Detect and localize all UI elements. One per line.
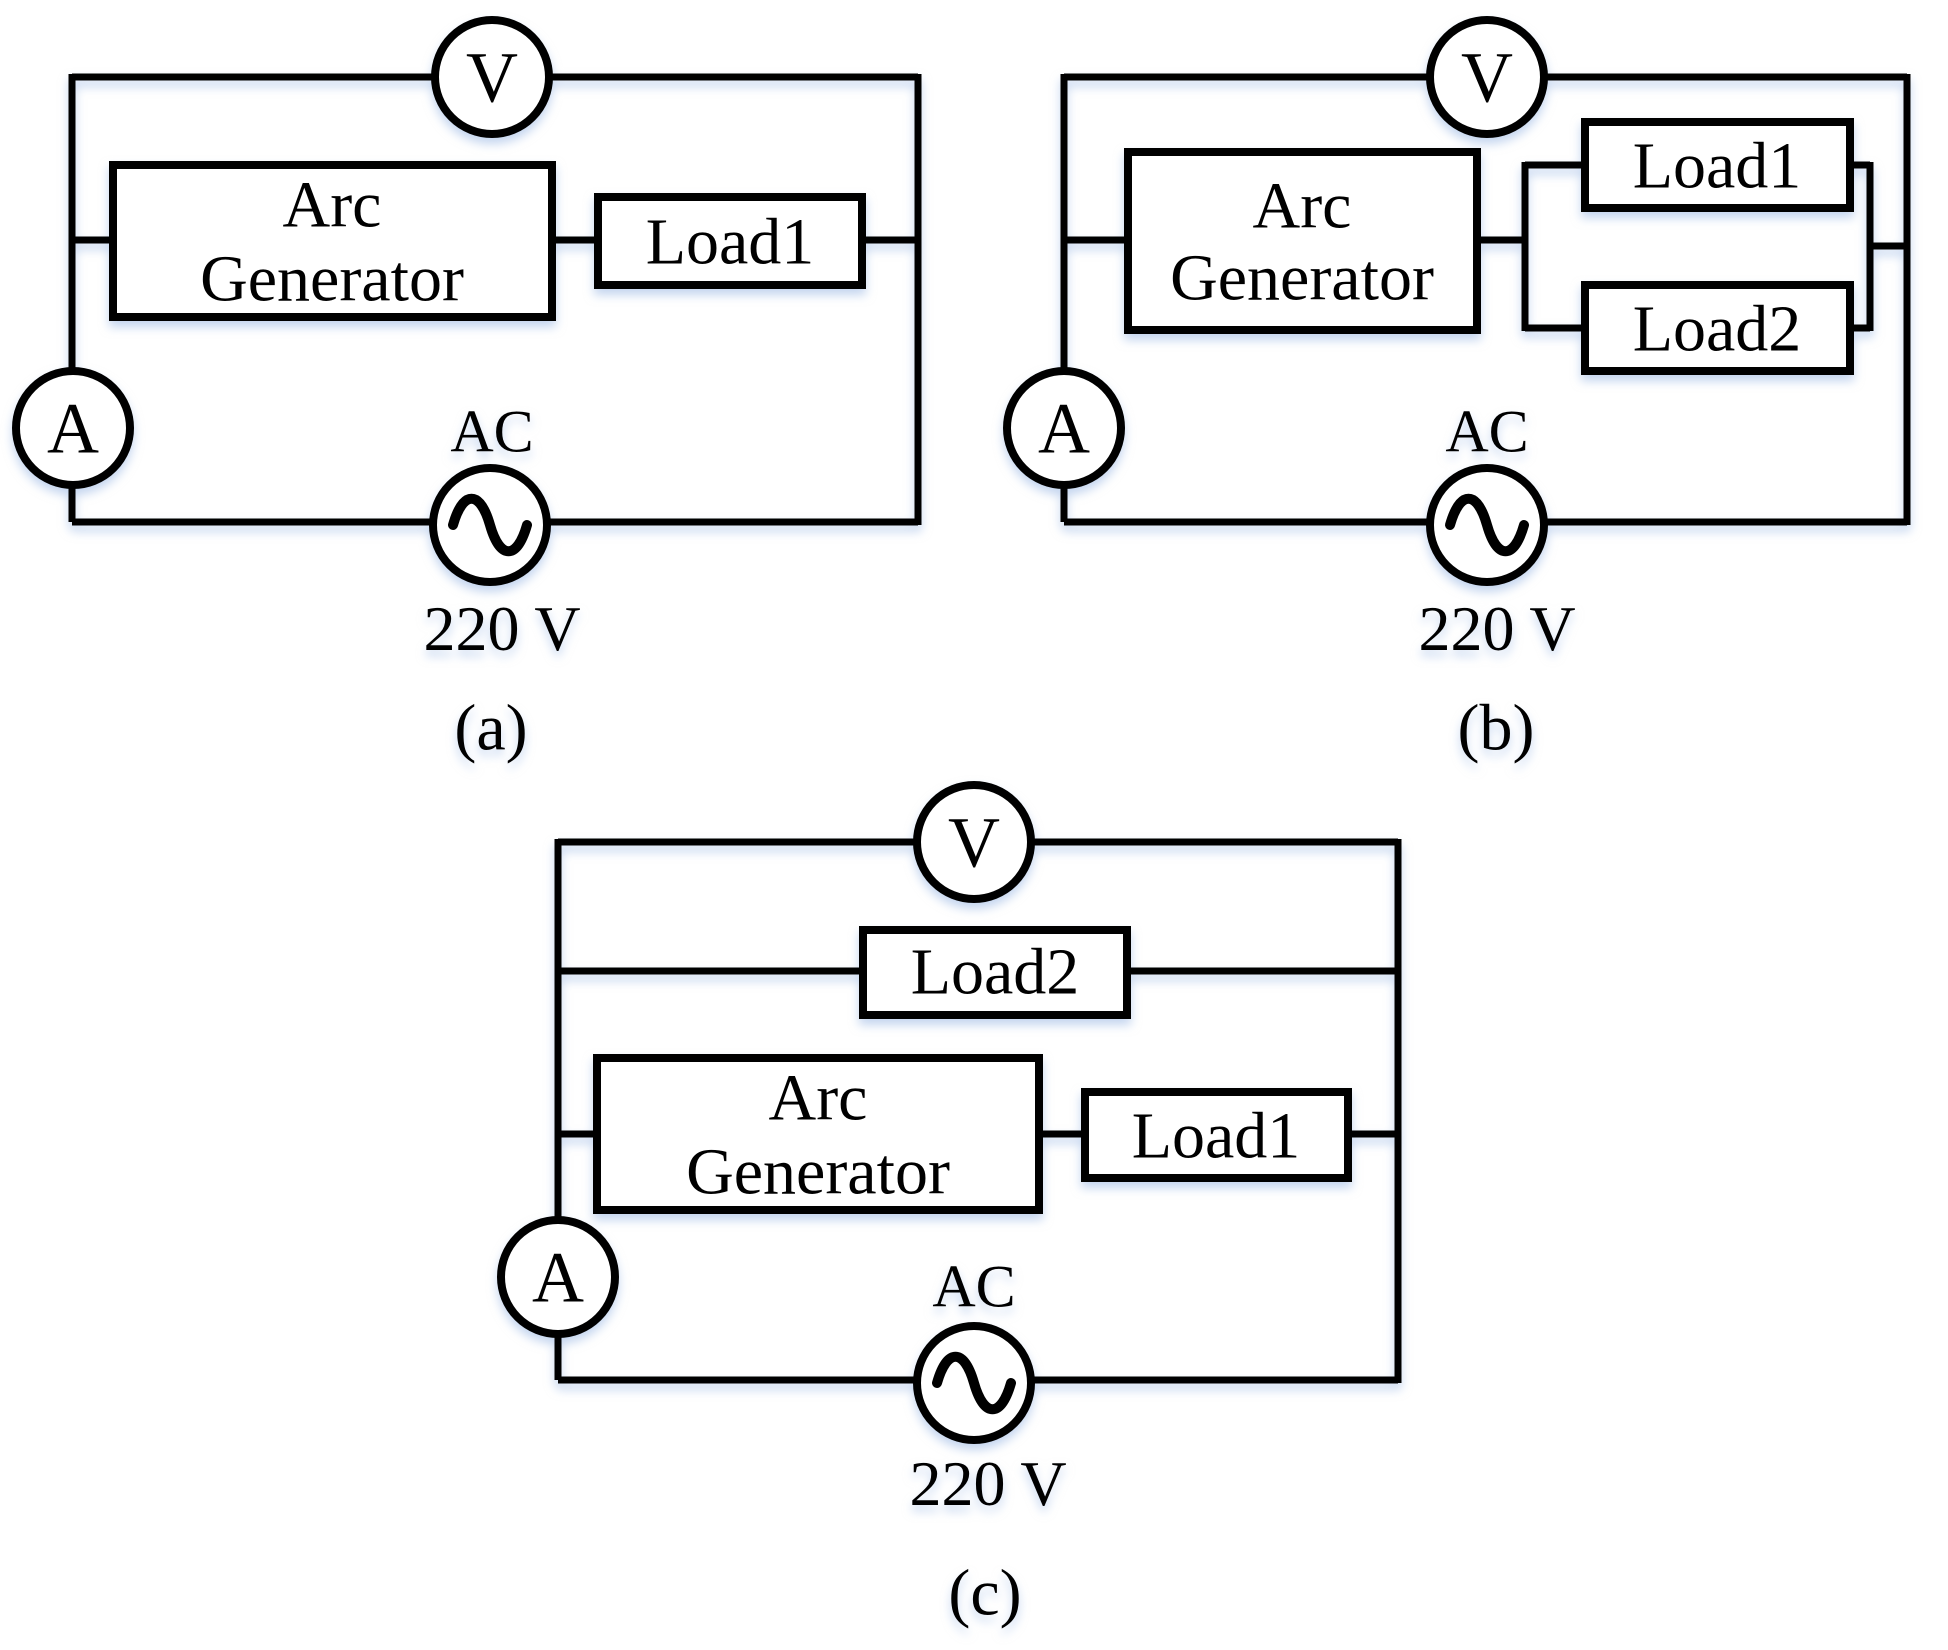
ammeter-label: A: [47, 388, 99, 468]
ammeter-symbol: [497, 1216, 619, 1338]
voltmeter-label: V: [466, 37, 518, 117]
ammeter-label: A: [1038, 388, 1090, 468]
voltmeter-label: V: [948, 802, 1000, 882]
arc-generator-box: [593, 1054, 1043, 1214]
arc-generator-box: [109, 161, 556, 321]
voltmeter-symbol: [1426, 16, 1548, 138]
circuit-panel-a: V A Arc Generator Load1 AC 220 V (a): [12, 16, 922, 764]
circuit-panel-b: V A Arc Generator Load1 Load2 AC 220 V (…: [1003, 16, 1911, 764]
sine-wave-icon: [448, 493, 532, 557]
ammeter-symbol: [12, 367, 134, 489]
arc-generator-label-line1: Arc: [283, 168, 382, 241]
load2-label: Load2: [911, 935, 1080, 1008]
load1-box: [1081, 1088, 1352, 1182]
ac-source-type-label: AC: [450, 398, 533, 464]
arc-generator-box: [1124, 148, 1481, 334]
voltmeter-label: V: [1461, 37, 1513, 117]
load1-box: [594, 193, 866, 289]
load1-box: [1581, 118, 1854, 212]
voltmeter-symbol: [431, 16, 553, 138]
load1-label: Load1: [1633, 129, 1802, 202]
arc-generator-label-line2: Generator: [1170, 241, 1434, 314]
ammeter-label: A: [532, 1237, 584, 1317]
arc-generator-label-line2: Generator: [686, 1135, 950, 1208]
load2-box: [859, 926, 1131, 1019]
arc-generator-label-line2: Generator: [200, 242, 464, 315]
load1-label: Load1: [646, 205, 815, 278]
panel-caption: (b): [1458, 691, 1535, 764]
voltmeter-symbol: [913, 781, 1035, 903]
source-voltage-label: 220 V: [423, 593, 580, 664]
ammeter-symbol: [1003, 367, 1125, 489]
arc-generator-label-line1: Arc: [1253, 169, 1352, 242]
arc-generator-label-line1: Arc: [769, 1061, 868, 1134]
load2-label: Load2: [1633, 292, 1802, 365]
circuit-panel-c: V A Load2 Arc Generator Load1 AC 220 V (…: [497, 781, 1402, 1629]
panel-caption: (a): [454, 691, 527, 764]
source-voltage-label: 220 V: [1418, 593, 1575, 664]
sine-wave-icon: [1445, 493, 1529, 557]
panel-caption: (c): [948, 1556, 1021, 1629]
load2-box: [1581, 281, 1854, 375]
ac-source-type-label: AC: [932, 1253, 1015, 1319]
source-voltage-label: 220 V: [909, 1448, 1066, 1519]
load1-label: Load1: [1132, 1099, 1301, 1172]
sine-wave-icon: [932, 1351, 1016, 1415]
ac-source-type-label: AC: [1445, 398, 1528, 464]
